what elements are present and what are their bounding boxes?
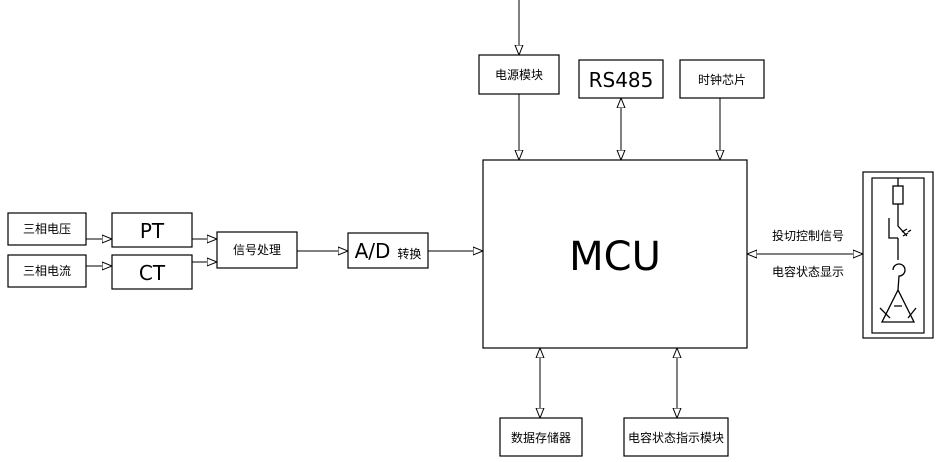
ad-conversion-label: A/D 转换: [355, 239, 422, 263]
power-module-block: 电源模块: [478, 54, 560, 95]
rs485-block: RS485: [578, 59, 664, 99]
signal-processing-label: 信号处理: [233, 243, 281, 257]
capacitor-unit-block: [862, 171, 934, 339]
three-phase-voltage-block: 三相电压: [7, 212, 87, 246]
three-phase-voltage-label: 三相电压: [23, 222, 71, 236]
signal-processing-block: 信号处理: [216, 231, 298, 269]
mcu-label: MCU: [569, 234, 661, 280]
capacitor-status-module-label: 电容状态指示模块: [628, 430, 724, 445]
switching-control-signal-label: 投切控制信号: [772, 228, 844, 243]
reactor-icon: [892, 263, 906, 291]
data-storage-label: 数据存储器: [511, 430, 571, 445]
capacitor-bank-icon: [880, 288, 916, 323]
clock-chip-block: 时钟芯片: [679, 59, 765, 99]
three-phase-current-block: 三相电流: [7, 254, 87, 288]
ad-conversion-prefix: A/D: [355, 239, 391, 263]
capacitor-unit-symbol: [879, 178, 917, 323]
rs485-label: RS485: [589, 68, 654, 92]
switch-icon: [888, 218, 908, 239]
capacitor-status-display-label: 电容状态显示: [772, 264, 844, 279]
ct-label: CT: [139, 261, 166, 285]
pt-block: PT: [111, 212, 193, 248]
capacitor-status-module-block: 电容状态指示模块: [623, 417, 729, 457]
pt-label: PT: [140, 219, 165, 243]
power-module-label: 电源模块: [495, 68, 543, 82]
clock-chip-label: 时钟芯片: [698, 72, 746, 87]
data-storage-block: 数据存储器: [499, 417, 583, 457]
ad-conversion-suffix: 转换: [397, 246, 421, 261]
ad-conversion-block: A/D 转换: [347, 232, 429, 269]
three-phase-current-label: 三相电流: [23, 264, 71, 278]
mcu-block: MCU: [482, 159, 748, 349]
ct-block: CT: [111, 254, 193, 290]
